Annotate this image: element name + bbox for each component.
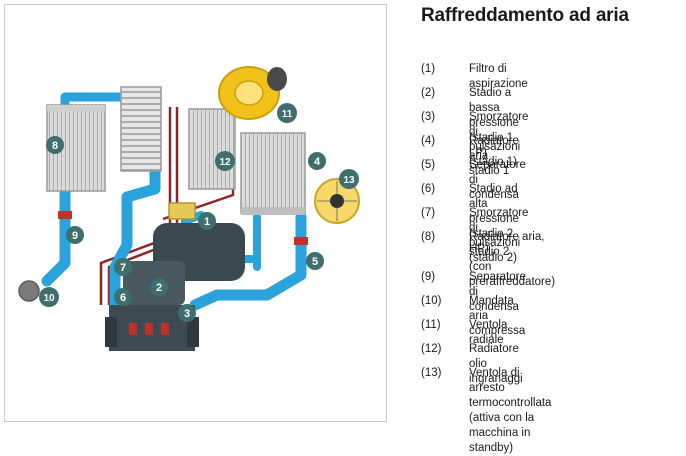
radiator-stage2 [46, 104, 106, 192]
legend-label: Radiatore aria stadio 1 [469, 135, 519, 177]
callout-12: 12 [215, 151, 235, 171]
legend-label: Separatore di condensa [469, 159, 526, 201]
separator-5-valve [294, 237, 308, 245]
callout-11: 11 [277, 103, 297, 123]
intake-filter [168, 202, 196, 220]
legend-label: Separatore di condensa [469, 271, 526, 313]
callout-4: 4 [308, 152, 326, 170]
callout-3: 3 [178, 304, 196, 322]
callout-6: 6 [114, 288, 132, 306]
separator-9-valve [58, 211, 72, 219]
legend-number: (1) [421, 63, 436, 75]
svg-text:12: 12 [219, 157, 231, 168]
legend-label: Stadio ad alta pressione (stadio 2 HP) [469, 183, 519, 255]
radiator-stage1 [240, 132, 306, 215]
legend-label: Smorzatore di pulsazioni (stadio 1) [469, 111, 529, 168]
legend-label: Radiatore olio ingranaggi [469, 343, 523, 385]
callout-10: 10 [39, 287, 59, 307]
legend-number: (8) [421, 231, 436, 243]
svg-text:10: 10 [43, 293, 55, 304]
cooling-diagram: 1 2 3 4 5 6 7 8 9 10 11 12 13 [18, 66, 360, 351]
callout-8: 8 [46, 136, 64, 154]
callout-2: 2 [150, 278, 168, 296]
svg-text:1: 1 [204, 216, 210, 228]
legend-label: Filtro di aspirazione [469, 63, 528, 90]
diagram-panel: 1 2 3 4 5 6 7 8 9 10 11 12 13 [4, 4, 387, 422]
legend-number: (11) [421, 319, 441, 331]
callout-5: 5 [306, 252, 324, 270]
legend-number: (10) [421, 295, 442, 307]
legend-number: (7) [421, 207, 436, 219]
callout-1: 1 [198, 212, 216, 230]
pre-cooler-coil [120, 86, 162, 172]
legend-label: Ventola radiale [469, 319, 508, 346]
svg-text:8: 8 [52, 140, 58, 152]
callout-9: 9 [66, 226, 84, 244]
svg-text:2: 2 [156, 282, 162, 294]
legend-number: (4) [421, 135, 436, 147]
legend-label: Smorzatore di pulsazioni (stadio 2) [469, 207, 529, 264]
callout-markers: 1 2 3 4 5 6 7 8 9 10 11 12 13 [39, 103, 359, 322]
svg-text:9: 9 [72, 230, 78, 242]
callout-13: 13 [339, 169, 359, 189]
legend-number: (9) [421, 271, 436, 283]
svg-text:4: 4 [314, 156, 321, 168]
legend-number: (3) [421, 111, 436, 123]
svg-text:13: 13 [343, 175, 355, 186]
page-title: Raffreddamento ad aria [421, 5, 629, 26]
legend-number: (12) [421, 343, 442, 355]
radial-fan [218, 66, 287, 120]
radiator-oil [188, 108, 236, 190]
svg-text:11: 11 [282, 109, 293, 120]
legend-label: Ventola di arresto termocontrollata (att… [469, 367, 552, 454]
legend-label: Radiatore aria, stadio 2 (con preraffred… [469, 231, 556, 288]
legend-number: (2) [421, 87, 436, 99]
legend-label: Mandata aria compressa [469, 295, 526, 337]
legend-number: (13) [421, 367, 442, 379]
stop-fan [314, 178, 360, 224]
delivery-outlet [18, 280, 40, 302]
svg-text:3: 3 [184, 308, 190, 320]
legend-number: (5) [421, 159, 436, 171]
svg-text:5: 5 [312, 256, 318, 268]
svg-text:7: 7 [120, 262, 126, 274]
legend-label: Stadio a bassa pressione (stadio 1 LP) [469, 87, 519, 159]
svg-text:6: 6 [120, 292, 126, 304]
callout-7: 7 [114, 258, 132, 276]
legend-number: (6) [421, 183, 436, 195]
